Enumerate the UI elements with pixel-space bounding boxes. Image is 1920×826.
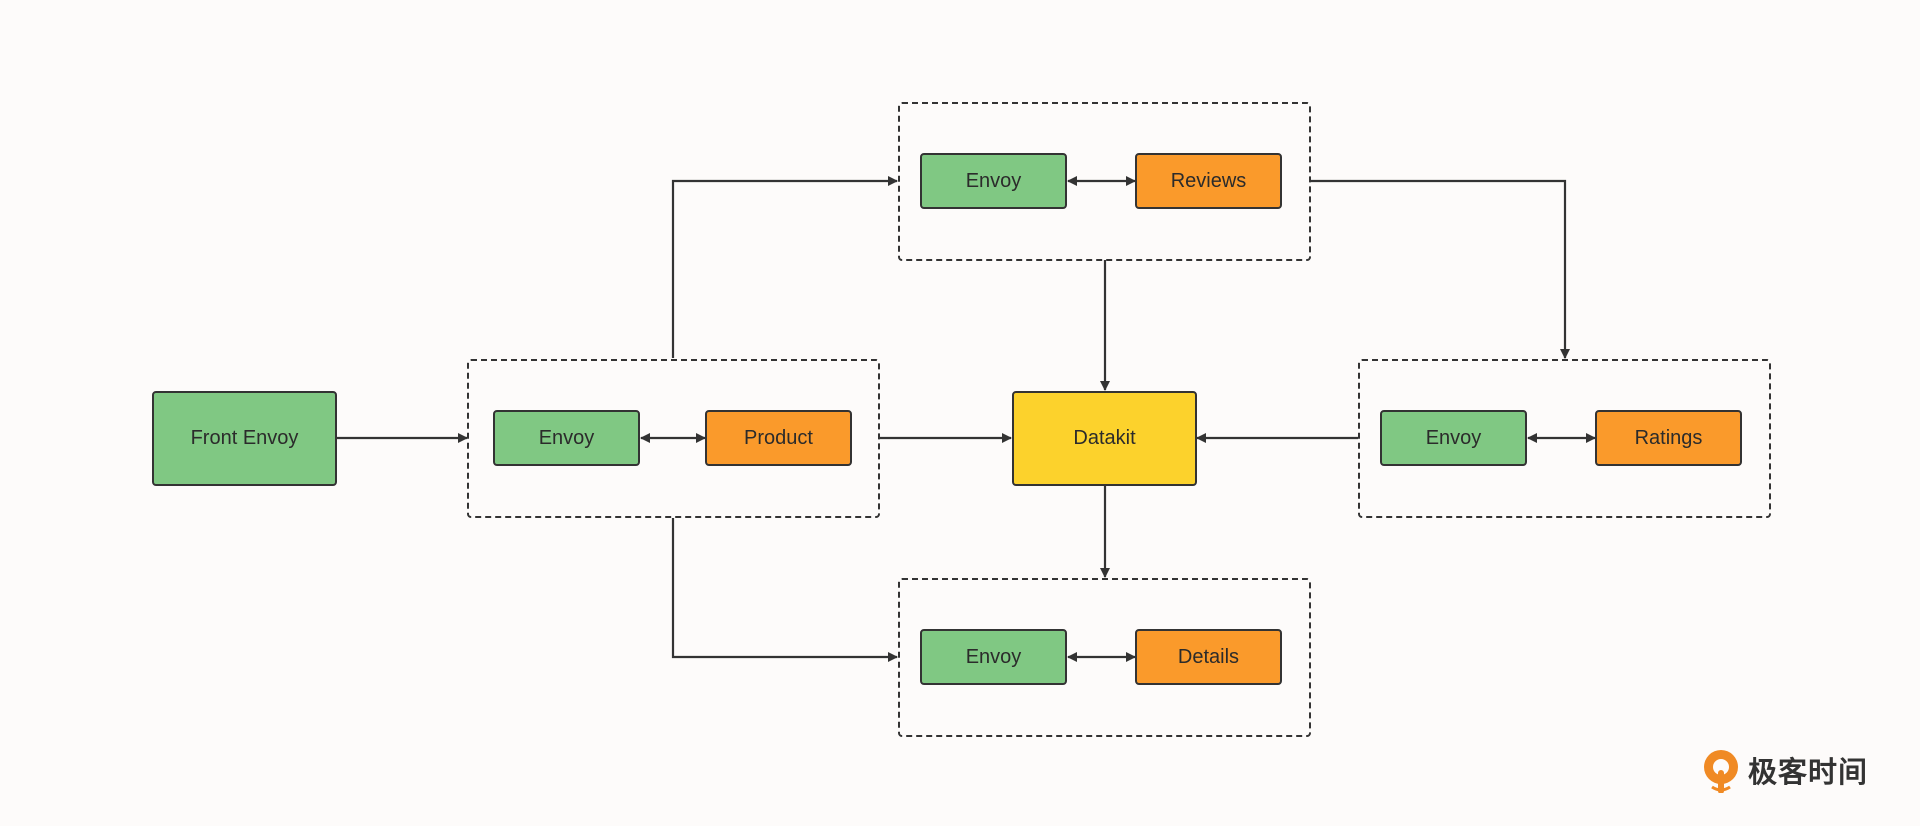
edge-reviews-to-ratings [1311,179,1570,359]
product-envoy-node[interactable]: Envoy [493,410,640,466]
ratings-envoy-label: Envoy [1425,426,1482,449]
details-node[interactable]: Details [1135,629,1282,685]
details-envoy-label: Envoy [965,645,1022,668]
reviews-group [898,102,1311,261]
logo-text: 极客时间 [1748,755,1869,789]
edge-product-to-reviews [671,176,898,358]
ratings-group [1358,359,1771,518]
details-group [898,578,1311,737]
ratings-label: Ratings [1634,426,1703,449]
reviews-envoy-node[interactable]: Envoy [920,153,1067,209]
geektime-logo-icon [1704,750,1738,793]
reviews-label: Reviews [1170,169,1247,192]
product-node[interactable]: Product [705,410,852,466]
datakit-node[interactable]: Datakit [1012,391,1197,486]
front-envoy-node[interactable]: Front Envoy [152,391,337,486]
datakit-label: Datakit [1073,427,1136,449]
reviews-envoy-label: Envoy [965,169,1022,192]
reviews-node[interactable]: Reviews [1135,153,1282,209]
product-group [467,359,880,518]
front-envoy-label: Front Envoy [190,427,299,449]
details-envoy-node[interactable]: Envoy [920,629,1067,685]
ratings-envoy-node[interactable]: Envoy [1380,410,1527,466]
edge-product-to-details [671,518,898,662]
product-label: Product [744,426,813,449]
geektime-logo: 极客时间 [1700,744,1890,796]
details-label: Details [1177,645,1240,668]
ratings-node[interactable]: Ratings [1595,410,1742,466]
product-envoy-label: Envoy [538,426,595,449]
